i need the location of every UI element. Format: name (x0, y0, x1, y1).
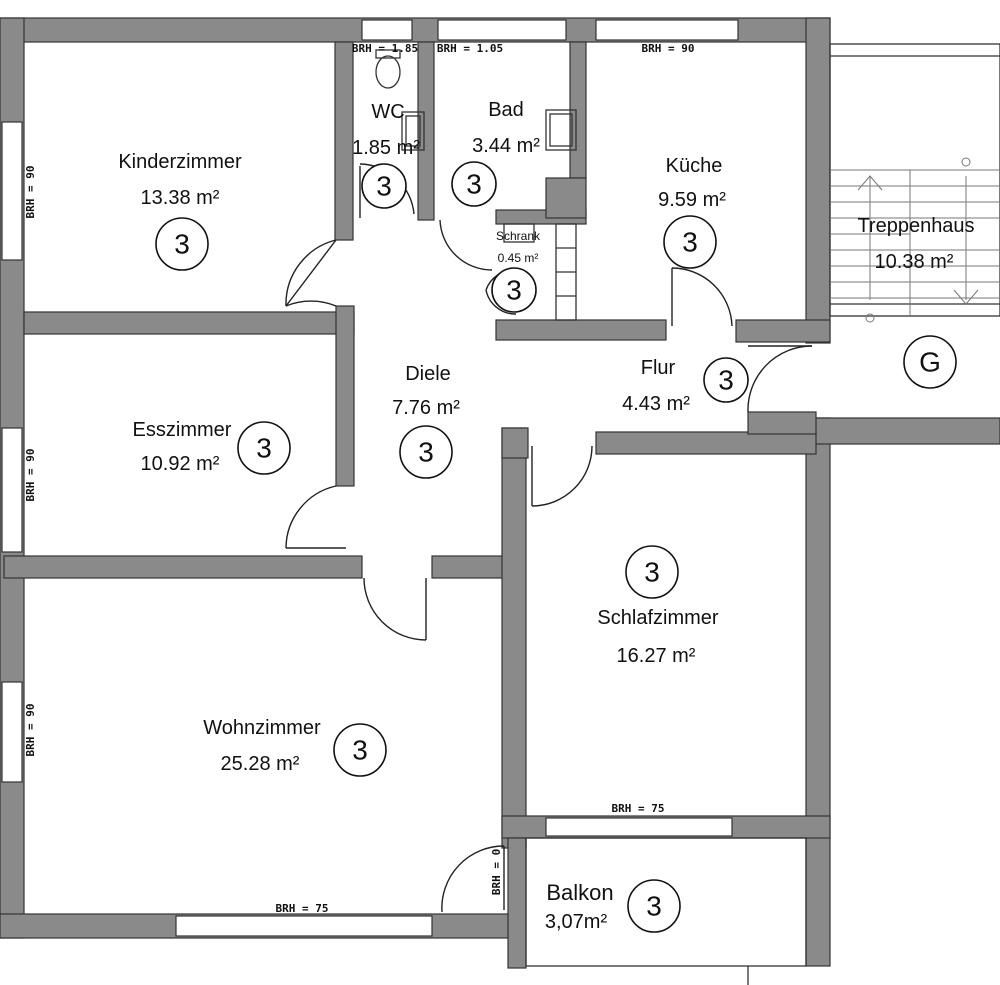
wall-schrank-bottom (495, 319, 667, 341)
wall-flur-bottom-2 (747, 411, 817, 435)
room-area-wohnzimmer: 25.28 m² (221, 753, 300, 775)
door-balkon (441, 845, 505, 913)
brh-schlafzimmer: BRH = 75 (612, 802, 665, 815)
marker-wohnzimmer: 3 (333, 723, 387, 777)
brh-balkon-door: BRH = 0 (490, 849, 503, 895)
room-name-flur: Flur (641, 357, 676, 379)
marker-wc: 3 (361, 163, 407, 209)
marker-kinderzimmer-label: 3 (174, 229, 190, 260)
room-area-kueche: 9.59 m² (658, 189, 726, 211)
bathtub-icon (545, 109, 577, 151)
wall-kueche-bottom (735, 319, 831, 343)
room-name-wc: WC (371, 101, 404, 123)
wall-schrank-right (545, 177, 587, 219)
room-name-esszimmer: Esszimmer (133, 419, 232, 441)
marker-schlafzimmer: 3 (625, 545, 679, 599)
wall-schlaf-left (501, 427, 527, 849)
wall-schlaf-left-top (501, 427, 529, 459)
wall-diele-bottom-right (431, 555, 513, 579)
window-wc (361, 19, 413, 41)
room-name-treppenhaus: Treppenhaus (857, 215, 974, 237)
door-kinderzimmer (285, 239, 337, 307)
marker-wohnzimmer-label: 3 (352, 735, 368, 766)
marker-schlafzimmer-label: 3 (644, 557, 660, 588)
room-area-diele: 7.76 m² (392, 397, 460, 419)
marker-kueche-label: 3 (682, 227, 698, 258)
marker-bad: 3 (451, 161, 497, 207)
wall-kinder-bottom (23, 311, 355, 335)
room-name-diele: Diele (405, 363, 451, 385)
marker-esszimmer-label: 3 (256, 433, 272, 464)
wall-ess-bottom (3, 555, 363, 579)
brh-wohnzimmer-left: BRH = 90 (24, 704, 37, 757)
brh-wohnzimmer-bottom: BRH = 75 (276, 902, 329, 915)
window-bad (437, 19, 567, 41)
room-name-kueche: Küche (666, 155, 723, 177)
marker-esszimmer: 3 (237, 421, 291, 475)
room-name-kinderzimmer: Kinderzimmer (118, 151, 242, 173)
marker-flur-label: 3 (718, 365, 734, 396)
marker-flur: 3 (703, 357, 749, 403)
marker-diele: 3 (399, 425, 453, 479)
marker-balkon: 3 (627, 879, 681, 933)
room-name-balkon: Balkon (546, 880, 613, 905)
brh-bad: BRH = 1.05 (437, 42, 503, 55)
brh-kueche: BRH = 90 (642, 42, 695, 55)
window-esszimmer (1, 427, 23, 553)
brh-kinderzimmer: BRH = 90 (24, 166, 37, 219)
window-kinderzimmer (1, 121, 23, 261)
room-name-schlafzimmer: Schlafzimmer (597, 607, 718, 629)
wall-flur-bottom (595, 431, 817, 455)
wall-diele-left-upper (335, 305, 355, 487)
room-area-balkon: 3,07m² (545, 911, 608, 933)
room-area-flur: 4.43 m² (622, 393, 690, 415)
room-name-schrank: Schrank (496, 229, 541, 243)
washbasin-icon (401, 111, 425, 151)
marker-treppenhaus: G (903, 335, 957, 389)
wall-balkon-left (507, 837, 527, 969)
door-wohnzimmer (363, 577, 427, 641)
brh-esszimmer: BRH = 90 (24, 449, 37, 502)
door-kueche (671, 267, 733, 327)
room-area-schlafzimmer: 16.27 m² (617, 645, 696, 667)
room-area-treppenhaus: 10.38 m² (875, 251, 954, 273)
marker-kueche: 3 (663, 215, 717, 269)
marker-diele-label: 3 (418, 437, 434, 468)
room-area-esszimmer: 10.92 m² (141, 453, 220, 475)
room-name-wohnzimmer: Wohnzimmer (203, 717, 321, 739)
window-kueche (595, 19, 739, 41)
stair-frame (829, 43, 1000, 317)
room-area-bad: 3.44 m² (472, 135, 540, 157)
marker-schrank: 3 (491, 267, 537, 313)
marker-treppenhaus-label: G (919, 347, 941, 378)
door-schlafzimmer (531, 445, 593, 507)
wall-right-lower (805, 417, 831, 967)
room-name-bad: Bad (488, 99, 524, 121)
window-wohnzimmer-left (1, 681, 23, 783)
stairs-icon (830, 157, 1000, 323)
door-entrance (747, 345, 813, 413)
shelves-icon (503, 223, 577, 321)
toilet-icon (375, 49, 401, 89)
room-area-schrank: 0.45 m² (498, 251, 539, 265)
marker-kinderzimmer: 3 (155, 217, 209, 271)
door-esszimmer (285, 485, 346, 549)
wall-right-upper (805, 17, 831, 344)
wall-right-building (805, 417, 1000, 445)
brh-wc: BRH = 1.85 (352, 42, 418, 55)
door-bad (439, 219, 493, 271)
marker-wc-label: 3 (376, 171, 392, 202)
window-wohnzimmer-bottom (175, 915, 433, 937)
wall-kinder-right (334, 41, 354, 241)
marker-bad-label: 3 (466, 169, 482, 200)
marker-balkon-label: 3 (646, 891, 662, 922)
window-schlafzimmer (545, 817, 733, 837)
marker-schrank-label: 3 (506, 275, 522, 306)
balkon-outline (525, 837, 807, 967)
room-area-kinderzimmer: 13.38 m² (141, 187, 220, 209)
wall-wc-right (417, 41, 435, 221)
room-area-wc: 1.85 m² (352, 137, 420, 159)
